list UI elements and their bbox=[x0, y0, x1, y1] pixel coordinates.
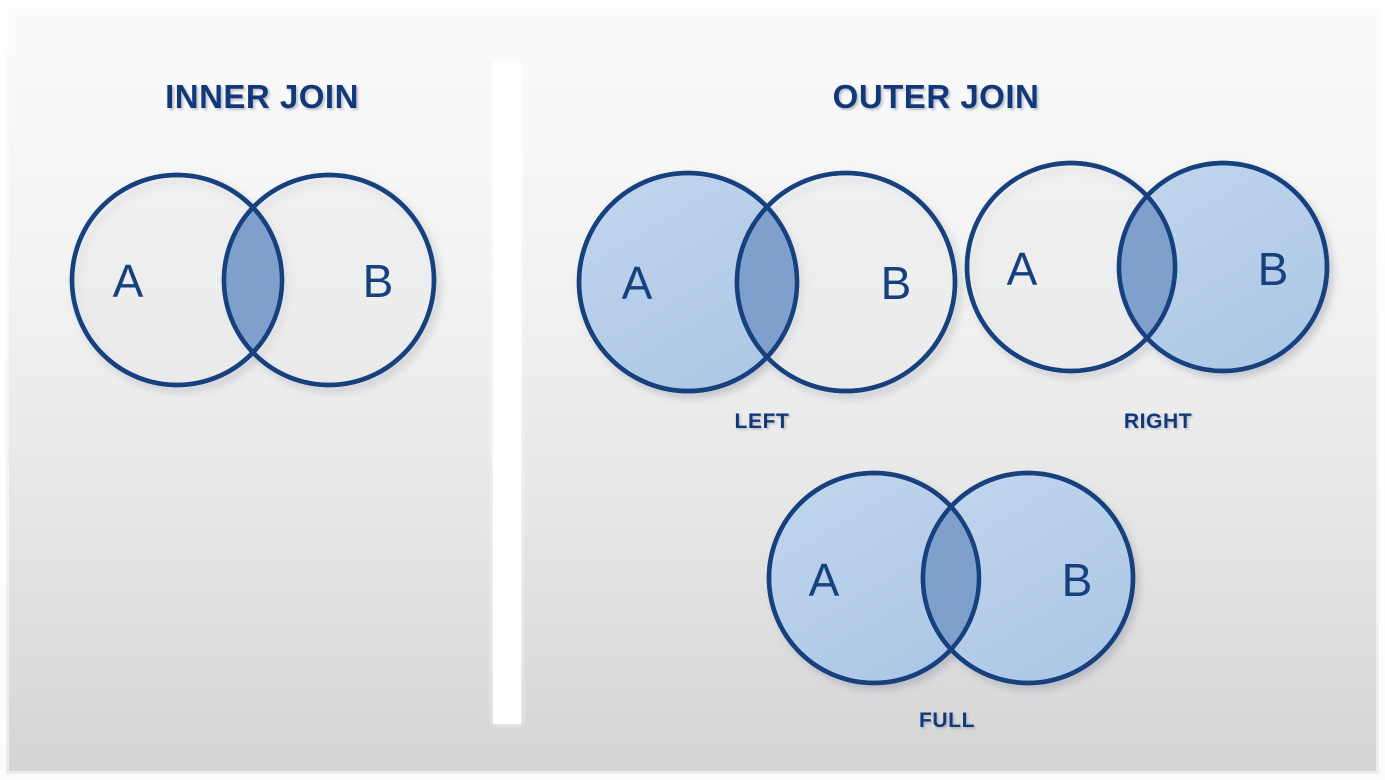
set-a-outline bbox=[964, 160, 1178, 374]
venn-diagram-inner-join: A B bbox=[69, 172, 437, 388]
set-b-outline bbox=[734, 170, 958, 394]
set-a-letter: A bbox=[1007, 243, 1038, 295]
set-b-outline bbox=[1116, 160, 1330, 374]
venn-label-full: FULL bbox=[918, 709, 976, 732]
inner-join-title: INNER JOIN bbox=[165, 78, 359, 115]
set-b-outline bbox=[221, 172, 437, 388]
set-b-letter: B bbox=[881, 257, 912, 309]
section-divider bbox=[493, 62, 521, 724]
set-a-letter: A bbox=[113, 255, 144, 307]
set-b-letter: B bbox=[363, 255, 394, 307]
set-a-letter: A bbox=[622, 257, 653, 309]
set-a-outline bbox=[576, 170, 800, 394]
venn-diagram-left-join: A B bbox=[576, 170, 958, 394]
set-b-outline bbox=[920, 470, 1136, 686]
set-a-outline bbox=[69, 172, 285, 388]
set-b-letter: B bbox=[1258, 243, 1289, 295]
venn-diagram-right-join: A B bbox=[964, 160, 1330, 374]
set-b-letter: B bbox=[1062, 554, 1093, 606]
set-a-letter: A bbox=[809, 554, 840, 606]
set-a-outline bbox=[766, 470, 982, 686]
venn-label-right: RIGHT bbox=[1123, 410, 1193, 433]
venn-label-left: LEFT bbox=[734, 410, 790, 433]
venn-diagram-full-join: A B bbox=[766, 470, 1136, 686]
outer-join-title: OUTER JOIN bbox=[832, 78, 1040, 115]
